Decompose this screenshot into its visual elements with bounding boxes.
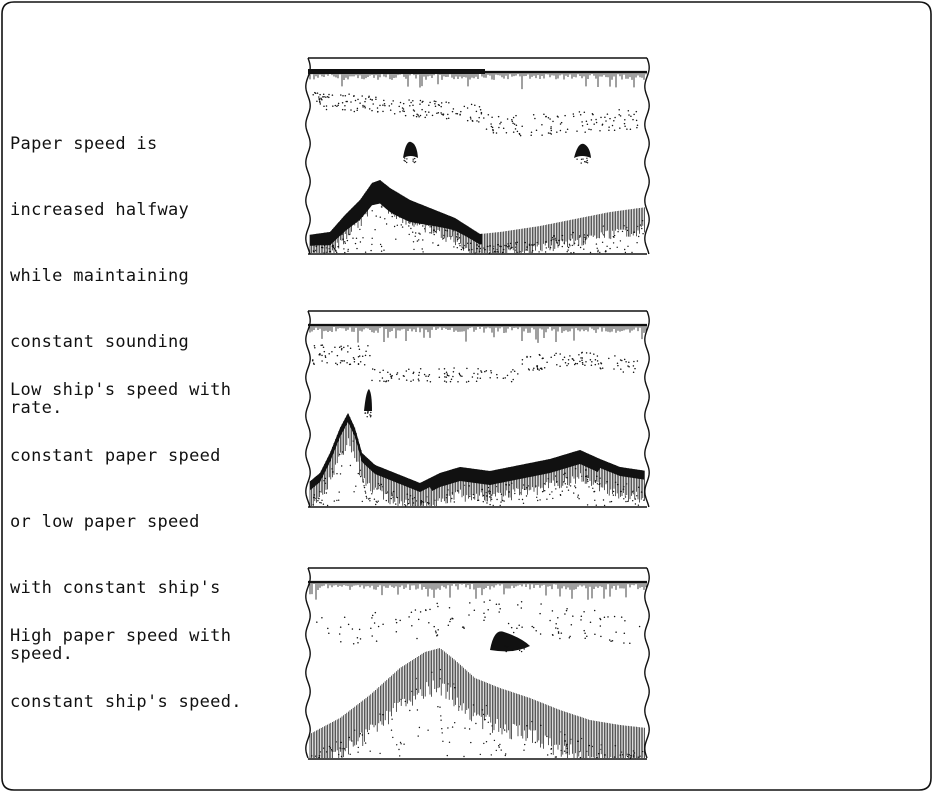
transmission-line (308, 580, 647, 600)
record-frame (305, 567, 650, 760)
caption-line: High paper speed with (10, 626, 232, 646)
caption-line: or low paper speed (10, 512, 200, 532)
caption-line: rate. (10, 398, 63, 418)
bottom-profile (309, 180, 645, 254)
transmission-line (308, 69, 647, 90)
caption-line: speed. (10, 644, 74, 664)
caption-line: constant paper speed (10, 446, 221, 466)
echogram-high-paper-speed (305, 567, 650, 760)
caption-line: Low ship's speed with (10, 380, 232, 400)
caption-line: with constant ship's (10, 578, 221, 598)
caption-line: Paper speed is (10, 134, 158, 154)
fish-school-echo (364, 389, 372, 418)
record-frame (305, 310, 650, 508)
caption-line: while maintaining (10, 266, 190, 286)
record-frame (305, 57, 650, 255)
caption-high-paper-speed: High paper speed with constant ship's sp… (10, 581, 242, 735)
bottom-profile (309, 413, 645, 507)
caption-line: constant sounding (10, 332, 190, 352)
caption-line: constant ship's speed. (10, 692, 242, 712)
scattering-layer (316, 599, 641, 645)
scattering-layer (311, 344, 639, 383)
echogram-low-ship-speed (305, 310, 650, 508)
echogram-paper-speed-increased (305, 57, 650, 255)
scattering-layer (312, 91, 639, 137)
bottom-profile (309, 648, 645, 759)
caption-line: increased halfway (10, 200, 190, 220)
fish-school-echo (403, 141, 591, 164)
caption-low-ship-speed: Low ship's speed with constant paper spe… (10, 335, 231, 687)
caption-paper-speed-increased: Paper speed is increased halfway while m… (10, 89, 189, 441)
fish-school-echo (490, 631, 530, 653)
transmission-line (308, 323, 647, 343)
